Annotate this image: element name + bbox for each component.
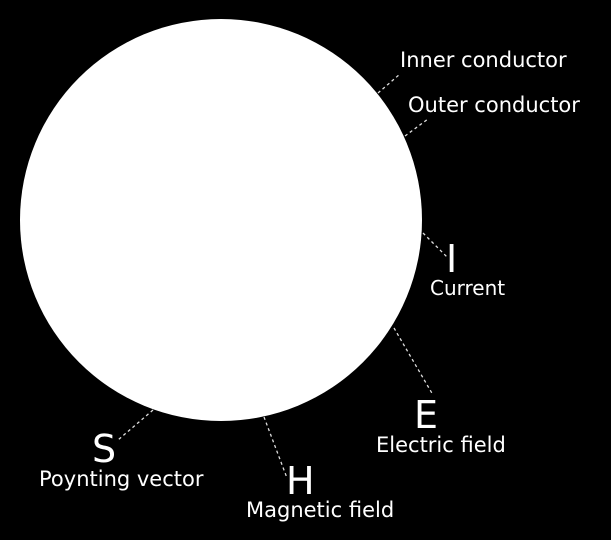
leader-current	[422, 232, 448, 258]
current-symbol: I	[446, 237, 458, 281]
current-label: Current	[430, 276, 506, 300]
leader-outer-conductor	[404, 118, 429, 137]
magnetic-field-label: Magnetic field	[246, 498, 395, 522]
leader-inner-conductor	[377, 73, 401, 94]
inner-conductor-label: Inner conductor	[400, 48, 567, 72]
electric-field-symbol: E	[414, 393, 439, 437]
electric-field-label: Electric field	[376, 433, 506, 457]
magnetic-field-symbol: H	[286, 459, 315, 503]
poynting-vector-label: Poynting vector	[39, 467, 204, 491]
leader-magnetic-field	[263, 416, 288, 479]
conductor-disc	[20, 19, 422, 421]
leader-poynting-vector	[117, 409, 154, 441]
leader-electric-field	[393, 327, 434, 396]
outer-conductor-label: Outer conductor	[408, 93, 580, 117]
poynting-vector-symbol: S	[92, 427, 117, 471]
